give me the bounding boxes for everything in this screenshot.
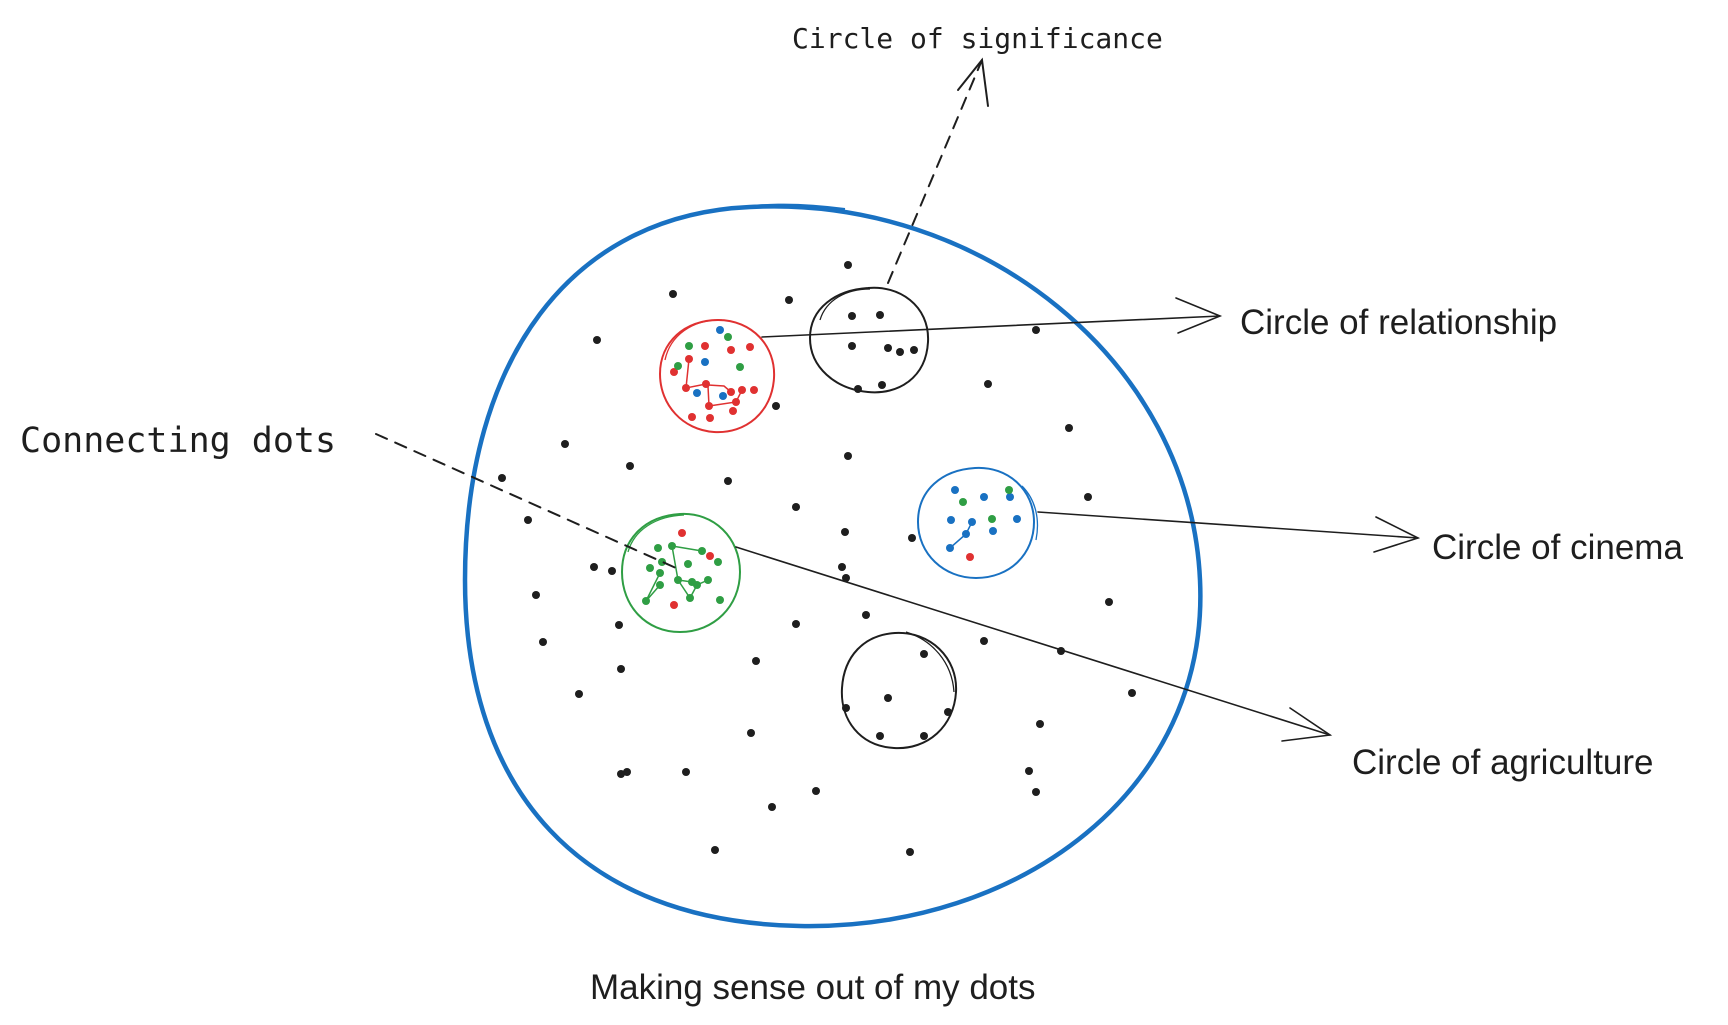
relationship-label: Circle of relationship [1240,303,1557,342]
agriculture-label: Circle of agriculture [1352,743,1654,782]
agriculture-circle [620,512,742,634]
cinema-arrow-head [1373,516,1421,553]
relationship-arrow-head [1175,297,1223,334]
cinema-circle [916,466,1039,580]
empty-circle [840,631,958,750]
outer-circle [462,203,1203,929]
significance-arrow-head [957,57,989,107]
scattered-dots [498,261,1136,856]
cinema-arrow [1037,511,1419,539]
arrows [375,57,1421,742]
significance-label: Circle of significance [792,22,1163,55]
relationship-circle [658,318,776,434]
connecting-arrow [375,433,677,569]
cinema-label: Circle of cinema [1432,528,1683,567]
relationship-arrow [761,315,1221,338]
significance-circle [808,286,930,394]
significance-arrow [887,59,983,284]
agriculture-arrow [735,546,1331,736]
caption: Making sense out of my dots [590,968,1036,1007]
connecting-label: Connecting dots [20,421,336,461]
agriculture-arrow-head [1281,707,1333,742]
